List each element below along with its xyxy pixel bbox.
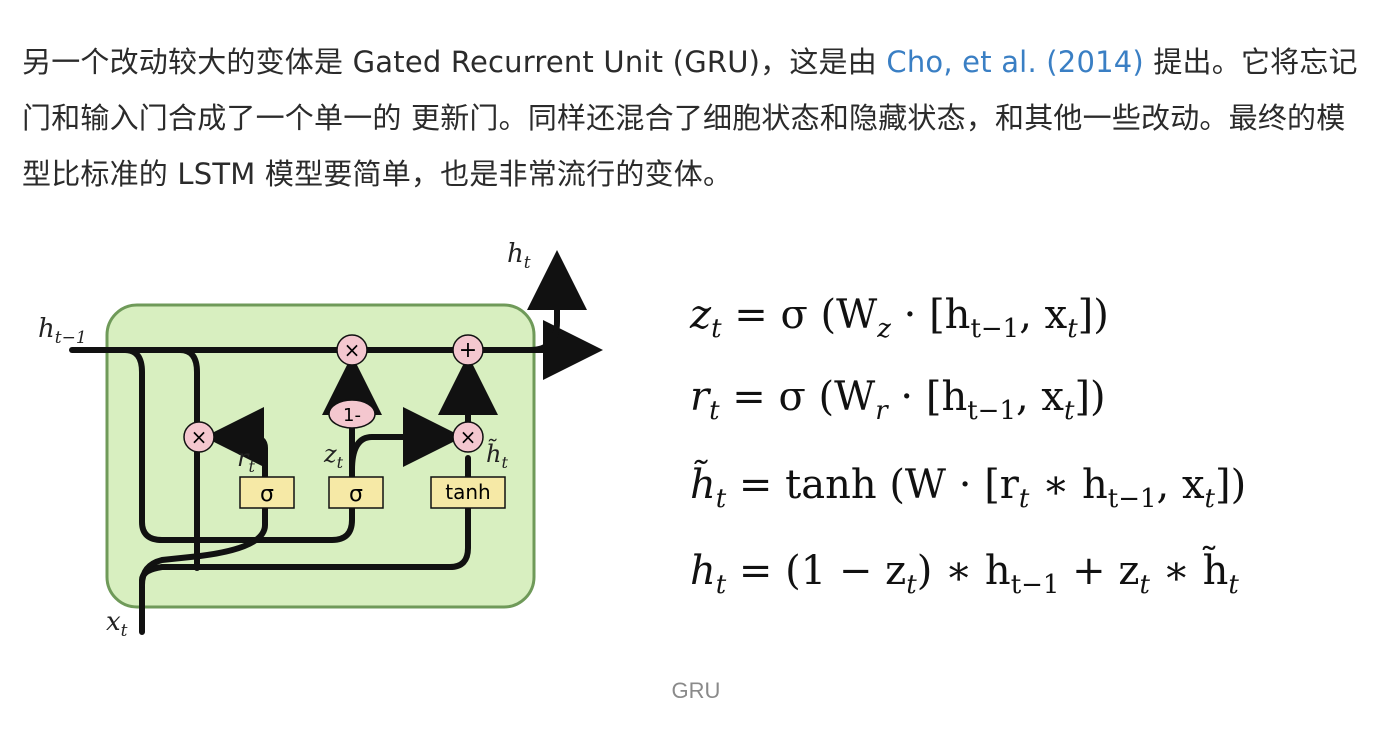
op-multiply-reset: × bbox=[183, 421, 215, 453]
op-plus: + bbox=[452, 334, 484, 366]
svg-text:×: × bbox=[191, 425, 208, 449]
intro-text-1: 另一个改动较大的变体是 Gated Recurrent Unit (GRU)，这… bbox=[22, 45, 887, 79]
citation-link[interactable]: Cho, et al. (2014) bbox=[886, 45, 1144, 79]
label-z: zt bbox=[323, 440, 344, 472]
label-h-prev: ht−1 bbox=[38, 314, 87, 348]
gru-cell-body bbox=[105, 303, 536, 609]
svg-text:tanh: tanh bbox=[445, 480, 490, 504]
equation-update-gate: zt = σ (Wz · [ht−1, xt]) bbox=[689, 292, 1109, 344]
intro-text-2: 提出。它将忘记门和输入门合成了一个单一的 更新门。同样还混合了细胞状态和隐藏状态… bbox=[22, 45, 1358, 191]
gru-wires bbox=[69, 250, 603, 635]
gru-figure: × + 1- × × σ σ tanh ht−1 ht xt rt zt h̃t… bbox=[38, 239, 1246, 641]
label-r: rt bbox=[237, 444, 255, 476]
op-multiply-top: × bbox=[336, 334, 368, 366]
svg-text:×: × bbox=[460, 425, 477, 449]
intro-paragraph: 另一个改动较大的变体是 Gated Recurrent Unit (GRU)，这… bbox=[22, 34, 1362, 202]
gate-tanh: tanh bbox=[430, 476, 506, 509]
label-x-in: xt bbox=[106, 607, 128, 641]
equation-reset-gate: rt = σ (Wr · [ht−1, xt]) bbox=[690, 374, 1106, 426]
svg-text:σ: σ bbox=[349, 482, 363, 507]
equation-hidden-state: ht = (1 − zt) ∗ ht−1 + zt ∗ h̃t bbox=[690, 545, 1239, 600]
label-htilde: h̃t bbox=[486, 439, 508, 472]
svg-text:σ: σ bbox=[260, 482, 274, 507]
gate-sigma-update: σ bbox=[328, 476, 384, 509]
label-h-out: ht bbox=[507, 239, 531, 273]
svg-text:+: + bbox=[459, 338, 477, 363]
op-multiply-update: × bbox=[452, 421, 484, 453]
figure-caption: GRU bbox=[671, 678, 721, 703]
gate-sigma-reset: σ bbox=[239, 476, 295, 509]
op-one-minus: 1- bbox=[328, 399, 376, 429]
equation-candidate: h̃t = tanh (W · [rt ∗ ht−1, xt]) bbox=[690, 459, 1246, 514]
svg-text:×: × bbox=[344, 338, 361, 362]
svg-text:1-: 1- bbox=[343, 405, 361, 426]
